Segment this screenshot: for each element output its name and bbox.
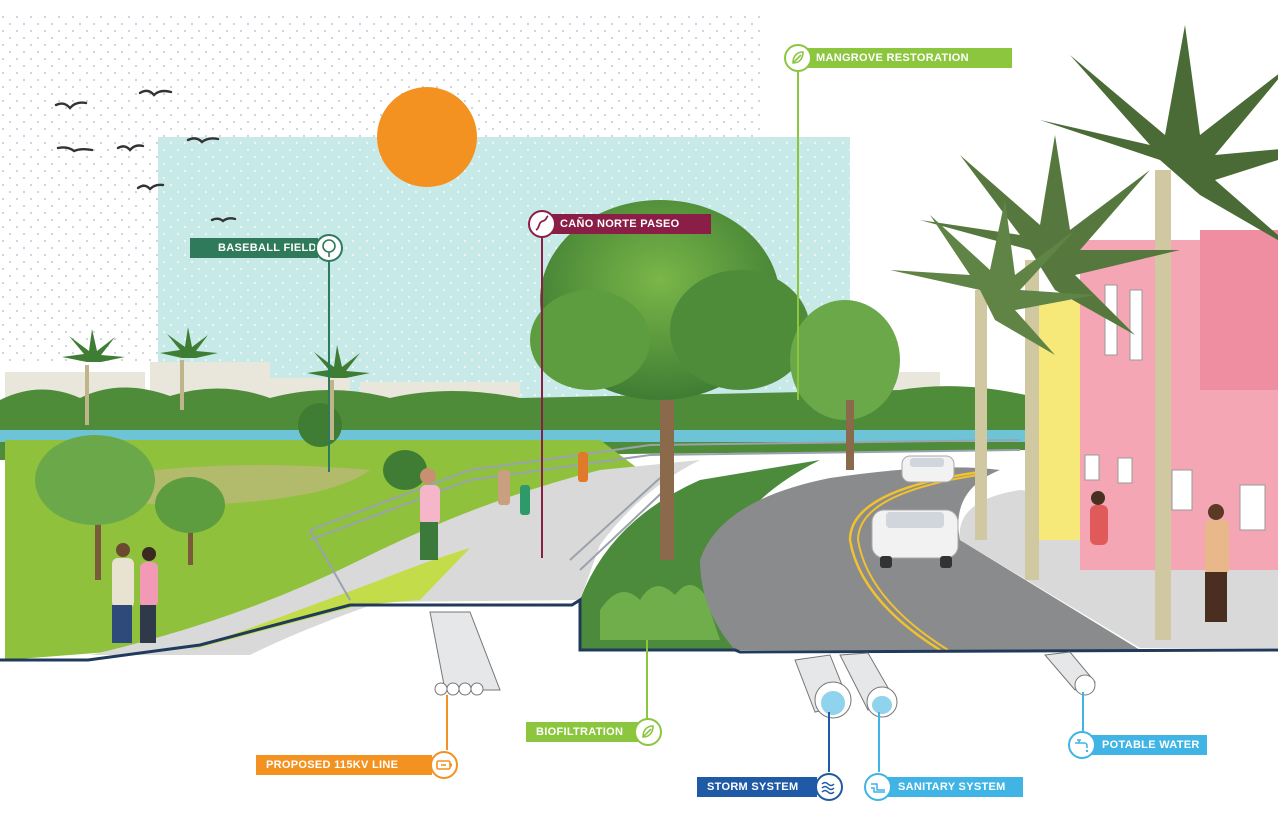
proposed-115kv-line-text: PROPOSED 115KV LINE [266,759,399,771]
biofiltration-leader-line [646,640,648,720]
pipe-icon [864,773,892,801]
proposed-115kv-line-label: PROPOSED 115KV LINE [256,755,432,775]
storm-system-label: STORM SYSTEM [697,777,817,797]
storm-system-text: STORM SYSTEM [707,781,799,793]
potable-pipe [1044,651,1096,696]
potable-water-text: POTABLE WATER [1102,739,1200,751]
car-back [901,455,955,483]
baseball-field-text: BASEBALL FIELD [218,242,317,254]
storm-leader-line [828,712,830,772]
walking-path [90,460,700,655]
battery-icon [430,751,458,779]
tree-icon [315,234,343,262]
palm-trees [62,25,1278,640]
leaf-icon [634,718,662,746]
waves-icon [815,773,843,801]
road [700,467,1140,650]
road-centerline [848,470,981,652]
sanitary-system-label: SANITARY SYSTEM [880,777,1023,797]
kv-line-conduit [429,611,501,696]
sanitary-leader-line [878,712,880,772]
cano-norte-paseo-label: CAÑO NORTE PASEO [542,214,711,234]
road-centerline-2 [856,473,986,651]
leaf-icon [784,44,812,72]
baseball-leader-line [328,262,330,472]
mangrove-restoration-label: MANGROVE RESTORATION [798,48,1012,68]
railing [309,439,1021,601]
biofiltration-label: BIOFILTRATION [526,722,638,742]
cano-norte-paseo-text: CAÑO NORTE PASEO [560,218,680,230]
mangrove-restoration-text: MANGROVE RESTORATION [816,52,969,64]
faucet-icon [1068,731,1096,759]
biofiltration-text: BIOFILTRATION [536,726,624,738]
ground-outline [0,597,1278,662]
people [112,452,1229,643]
cano-leader-line [541,238,543,558]
car-front [871,509,959,568]
potable-leader-line [1082,692,1084,732]
kv-line-leader-line [446,695,448,750]
baseball-field-label: BASEBALL FIELD [190,238,318,258]
oak-tree [530,200,900,560]
walking-path-icon [528,210,556,238]
sanitary-system-text: SANITARY SYSTEM [898,781,1006,793]
potable-water-label: POTABLE WATER [1084,735,1207,755]
birds [54,89,237,223]
storm-pipe [794,654,852,719]
sun [377,87,477,187]
lake [0,430,1030,442]
sanitary-pipe [839,652,898,718]
mangrove-leader-line [797,70,799,400]
planter-highlights [600,585,720,640]
lower-grass [190,548,470,650]
park-trees [35,403,427,580]
